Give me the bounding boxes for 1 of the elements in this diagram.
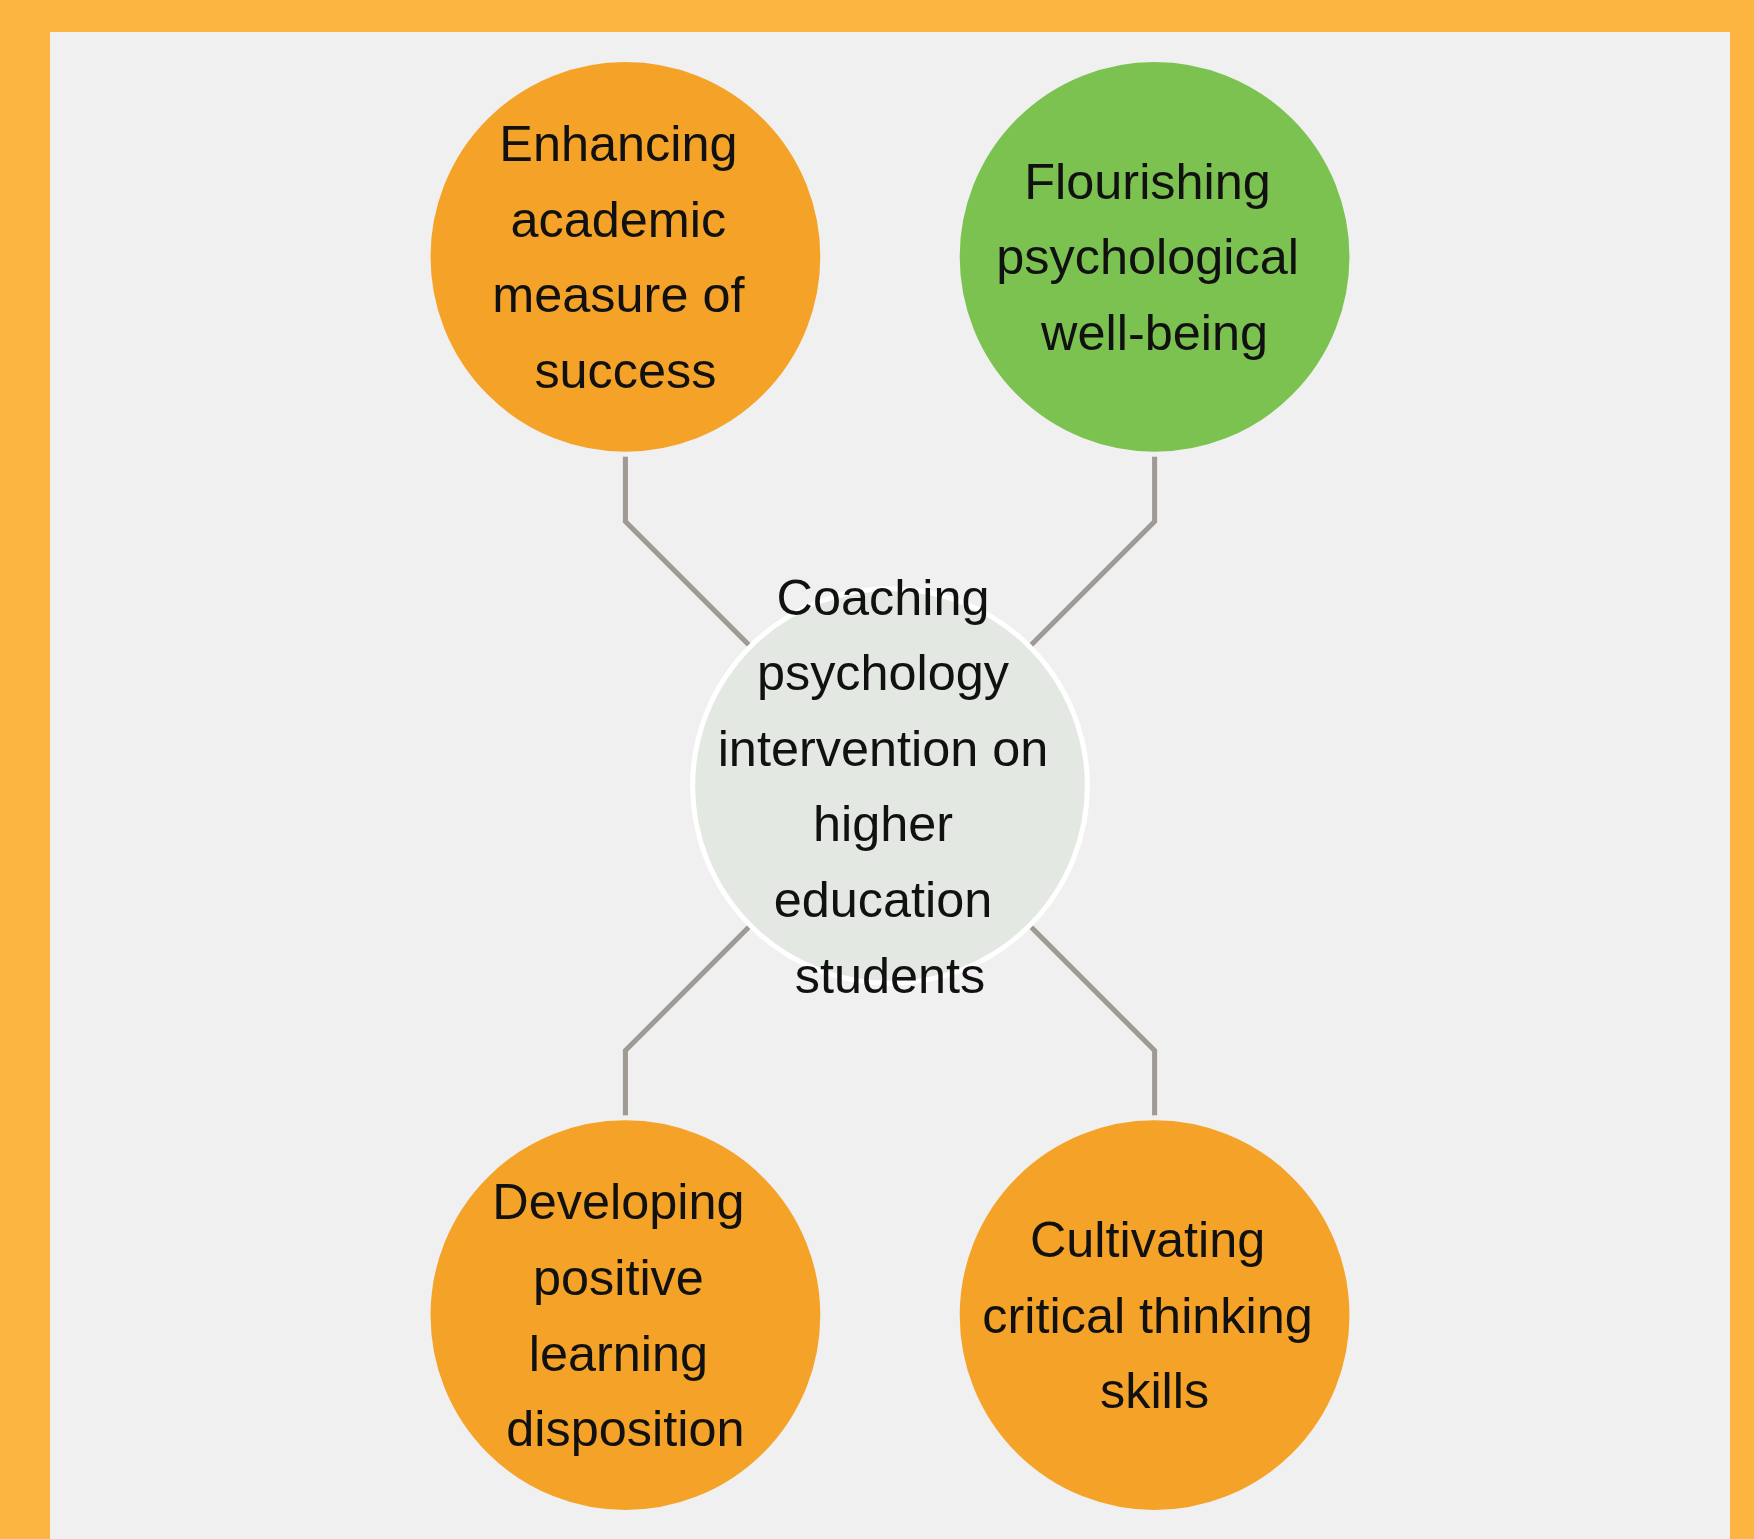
- node-label: students: [794, 946, 986, 1003]
